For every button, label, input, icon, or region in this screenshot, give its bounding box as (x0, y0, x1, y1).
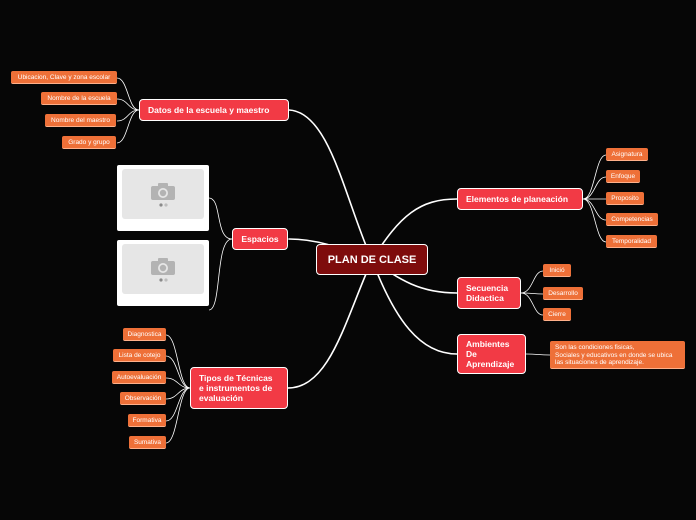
dots-icon (159, 203, 168, 207)
subtopic-competencias[interactable]: Competencias (606, 213, 658, 226)
topic-tipos-tecnicas[interactable]: Tipos de Técnicas e instrumentos de eval… (190, 367, 288, 409)
subtopic-autoevaluacion[interactable]: Autoevaluación (112, 371, 166, 384)
subtopic-cierre[interactable]: Cierre (543, 308, 571, 321)
subtopic-temporalidad[interactable]: Temporalidad (606, 235, 657, 248)
subtopic-desarrollo[interactable]: Desarrollo (543, 287, 583, 300)
subtopic-enfoque[interactable]: Enfoque (606, 170, 640, 183)
image-placeholder[interactable] (117, 240, 209, 306)
topic-ambientes-aprendizaje[interactable]: Ambientes De Aprendizaje (457, 334, 526, 374)
topic-espacios[interactable]: Espacios (232, 228, 288, 250)
topic-elementos-planeacion[interactable]: Elementos de planeación (457, 188, 583, 210)
subtopic-ubicacion[interactable]: Ubicacion, Clave y zona escolar (11, 71, 117, 84)
subtopic-asignatura[interactable]: Asignatura (606, 148, 648, 161)
subtopic-nombre-escuela[interactable]: Nombre de la escuela (41, 92, 117, 105)
camera-icon (151, 258, 175, 275)
subtopic-observacion[interactable]: Observación (120, 392, 166, 405)
subtopic-inicio[interactable]: Inició (543, 264, 571, 277)
subtopic-nombre-maestro[interactable]: Nombre del maestro (45, 114, 116, 127)
subtopic-sumativa[interactable]: Sumativa (129, 436, 166, 449)
camera-icon (151, 183, 175, 200)
subtopic-condiciones[interactable]: Son las condiciones fisicas, Sociales y … (550, 341, 685, 369)
subtopic-proposito[interactable]: Proposito (606, 192, 644, 205)
dots-icon (159, 278, 168, 282)
image-placeholder[interactable] (117, 165, 209, 231)
subtopic-lista-cotejo[interactable]: Lista de cotejo (113, 349, 166, 362)
topic-secuencia-didactica[interactable]: Secuencia Didactica (457, 277, 521, 309)
subtopic-formativa[interactable]: Formativa (128, 414, 166, 427)
subtopic-grado-grupo[interactable]: Grado y grupo (62, 136, 116, 149)
subtopic-diagnostica[interactable]: Diagnostica (123, 328, 166, 341)
central-topic[interactable]: PLAN DE CLASE (316, 244, 428, 275)
topic-datos-escuela[interactable]: Datos de la escuela y maestro (139, 99, 289, 121)
